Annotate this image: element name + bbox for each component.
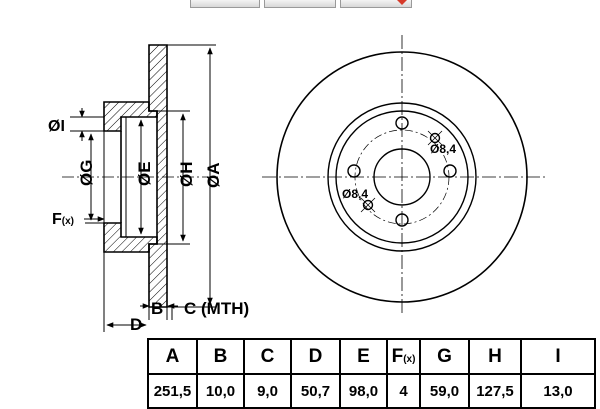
value-cell: 50,7	[290, 373, 341, 409]
table-header-row: A B C D E F(x) G H I	[147, 338, 596, 375]
dimensions-table: A B C D E F(x) G H I 251,5 10,0 9,0 50,7…	[147, 338, 596, 409]
header-cell: I	[520, 338, 596, 375]
header-cell: G	[419, 338, 470, 375]
value-cell: 59,0	[419, 373, 470, 409]
dim-f-letter: F	[52, 211, 62, 228]
header-cell: E	[339, 338, 388, 375]
value-cell: 251,5	[147, 373, 198, 409]
locating-hole-upper	[429, 132, 441, 144]
hole-label-lower: Ø8,4	[342, 187, 368, 201]
toolbar-tab-3[interactable]	[340, 0, 412, 8]
locating-hole-lower	[362, 199, 374, 211]
header-cell: A	[147, 338, 198, 375]
value-cell: 13,0	[520, 373, 596, 409]
brake-disc-drawing: ØA ØH ØE ØG ØI F(x) B C (MTH) D Ø8,4 Ø8,…	[48, 35, 548, 334]
center-bore	[373, 148, 431, 206]
dim-b-label: B	[151, 299, 163, 318]
header-cell-f: F(x)	[386, 338, 421, 375]
value-cell: 127,5	[468, 373, 522, 409]
dim-c-label: C (MTH)	[184, 299, 249, 318]
header-cell: H	[468, 338, 522, 375]
hat-outer-edge	[335, 110, 469, 244]
bolt-hole-right	[443, 164, 457, 178]
front-view	[262, 35, 548, 316]
header-cell: B	[196, 338, 245, 375]
dim-a-label: ØA	[204, 163, 223, 189]
friction-inner-edge	[327, 102, 477, 252]
header-cell: C	[243, 338, 292, 375]
dim-e-label: ØE	[135, 161, 154, 186]
disc-outer-edge	[276, 51, 528, 303]
hub-section-bottom	[103, 222, 158, 253]
dim-i-label: ØI	[48, 118, 65, 135]
toolbar-tab-1[interactable]	[190, 0, 260, 8]
dim-g-label: ØG	[77, 160, 96, 186]
value-cell: 10,0	[196, 373, 245, 409]
header-f-sub: (x)	[403, 353, 416, 365]
side-section-view	[62, 44, 218, 308]
hub-section-top	[103, 101, 158, 132]
bolt-hole-left	[347, 164, 361, 178]
dim-h-label: ØH	[177, 162, 196, 188]
hole-label-upper: Ø8,4	[430, 142, 456, 156]
dim-d-label: D	[130, 315, 142, 334]
header-cell: D	[290, 338, 341, 375]
dim-f-label: F(x)	[52, 211, 74, 228]
header-f-letter: F	[391, 345, 404, 367]
toolbar-tab-2[interactable]	[264, 0, 336, 8]
table-value-row: 251,5 10,0 9,0 50,7 98,0 4 59,0 127,5 13…	[147, 373, 596, 409]
value-cell: 98,0	[339, 373, 388, 409]
bolt-hole-top	[395, 116, 409, 130]
dim-f-sub: (x)	[62, 216, 74, 227]
value-cell: 9,0	[243, 373, 292, 409]
bolt-hole-bottom	[395, 213, 409, 227]
dropdown-arrow-icon	[397, 0, 407, 5]
value-cell: 4	[386, 373, 421, 409]
side-dimensions	[70, 44, 216, 332]
